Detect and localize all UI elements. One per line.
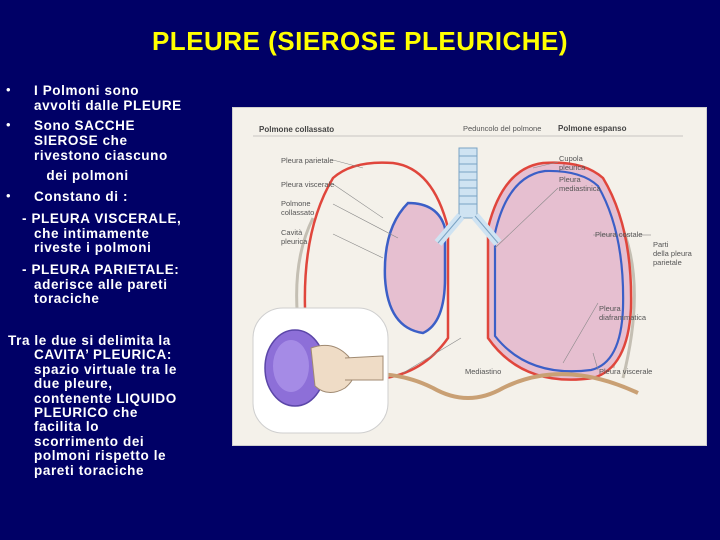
collapsed-lung	[383, 201, 447, 335]
slide-title: PLEURE (SIEROSE PLEURICHE)	[151, 26, 569, 56]
label-parietal-pleura: Pleura parietale	[281, 156, 334, 165]
label-visceral-pleura-right: Pleura viscerale	[599, 367, 652, 376]
header-collapsed-lung: Polmone collassato	[259, 125, 334, 134]
label-mediastinal: mediastinica	[559, 184, 602, 193]
bullet-3-line-1: Constano di :	[34, 189, 129, 204]
label-of-pleura: della pleura	[653, 249, 693, 258]
fist-balloon-inset	[252, 307, 389, 434]
bullet-marker: •	[6, 82, 11, 97]
pleura-parietal-line-1: - PLEURA PARIETALE:	[22, 262, 180, 277]
label-parietal: parietale	[653, 258, 682, 267]
leader-lines	[332, 159, 651, 374]
cavity-line-8: scorrimento dei	[34, 434, 145, 449]
bullet-marker: •	[6, 117, 11, 132]
cavity-line-5: contenente LIQUIDO	[34, 391, 177, 406]
pleura-diagram-svg: Polmone collassato Peduncolo del polmone…	[233, 108, 706, 445]
label-pleural: pleurica	[281, 237, 308, 246]
label-pleura-diaph: Pleura	[599, 304, 622, 313]
cavity-line-6: PLEURICO che	[34, 405, 138, 420]
label-collapsed: collassato	[281, 208, 314, 217]
bullet-2-line-1: Sono SACCHE	[34, 118, 136, 133]
pleura-visceral-line-1: - PLEURA VISCERALE,	[22, 211, 182, 226]
header-lung-root: Peduncolo del polmone	[463, 124, 541, 133]
cavity-line-1: Tra le due si delimita la	[8, 333, 171, 348]
bullet-marker: •	[6, 188, 11, 203]
label-diaphragmatic: diaframmatica	[599, 313, 647, 322]
pleura-diagram: Polmone collassato Peduncolo del polmone…	[232, 107, 707, 446]
cavity-line-9: polmoni rispetto le	[34, 448, 167, 463]
expanded-lung-visceral	[493, 169, 625, 373]
label-lung: Polmone	[281, 199, 311, 208]
cavity-line-4: due pleure,	[34, 376, 113, 391]
header-expanded-lung: Polmone espanso	[558, 124, 627, 133]
trachea	[434, 147, 502, 246]
cavity-line-10: pareti toraciche	[34, 463, 145, 478]
pleura-parietal-line-3: toraciche	[34, 291, 100, 306]
label-dome: Cupola	[559, 154, 584, 163]
pleura-visceral-line-3: riveste i polmoni	[34, 240, 152, 255]
label-costal-pleura: Pleura costale	[595, 230, 643, 239]
bullet-2-line-3: rivestono ciascuno	[34, 148, 168, 163]
bullet-2-line-2: SIEROSE che	[34, 133, 128, 148]
pleura-visceral-line-2: che intimamente	[34, 226, 150, 241]
label-pleura-med: Pleura	[559, 175, 582, 184]
cavity-line-7: facilita lo	[34, 419, 100, 434]
label-parts: Parti	[653, 240, 669, 249]
bullet-2-line-4: dei polmoni	[42, 168, 129, 183]
label-visceral-pleura: Pleura viscerale	[281, 180, 334, 189]
pleura-parietal-line-2: aderisce alle pareti	[34, 277, 168, 292]
label-dome-pleural: pleurica	[559, 163, 586, 172]
label-cavity: Cavità	[281, 228, 303, 237]
cavity-line-2: CAVITA’ PLEURICA:	[34, 347, 172, 362]
bullet-1-line-1: I Polmoni sono	[34, 83, 140, 98]
label-mediastinum: Mediastino	[465, 367, 501, 376]
bullet-1-line-2: avvolti dalle PLEURE	[34, 98, 182, 113]
cavity-line-3: spazio virtuale tra le	[34, 362, 177, 377]
